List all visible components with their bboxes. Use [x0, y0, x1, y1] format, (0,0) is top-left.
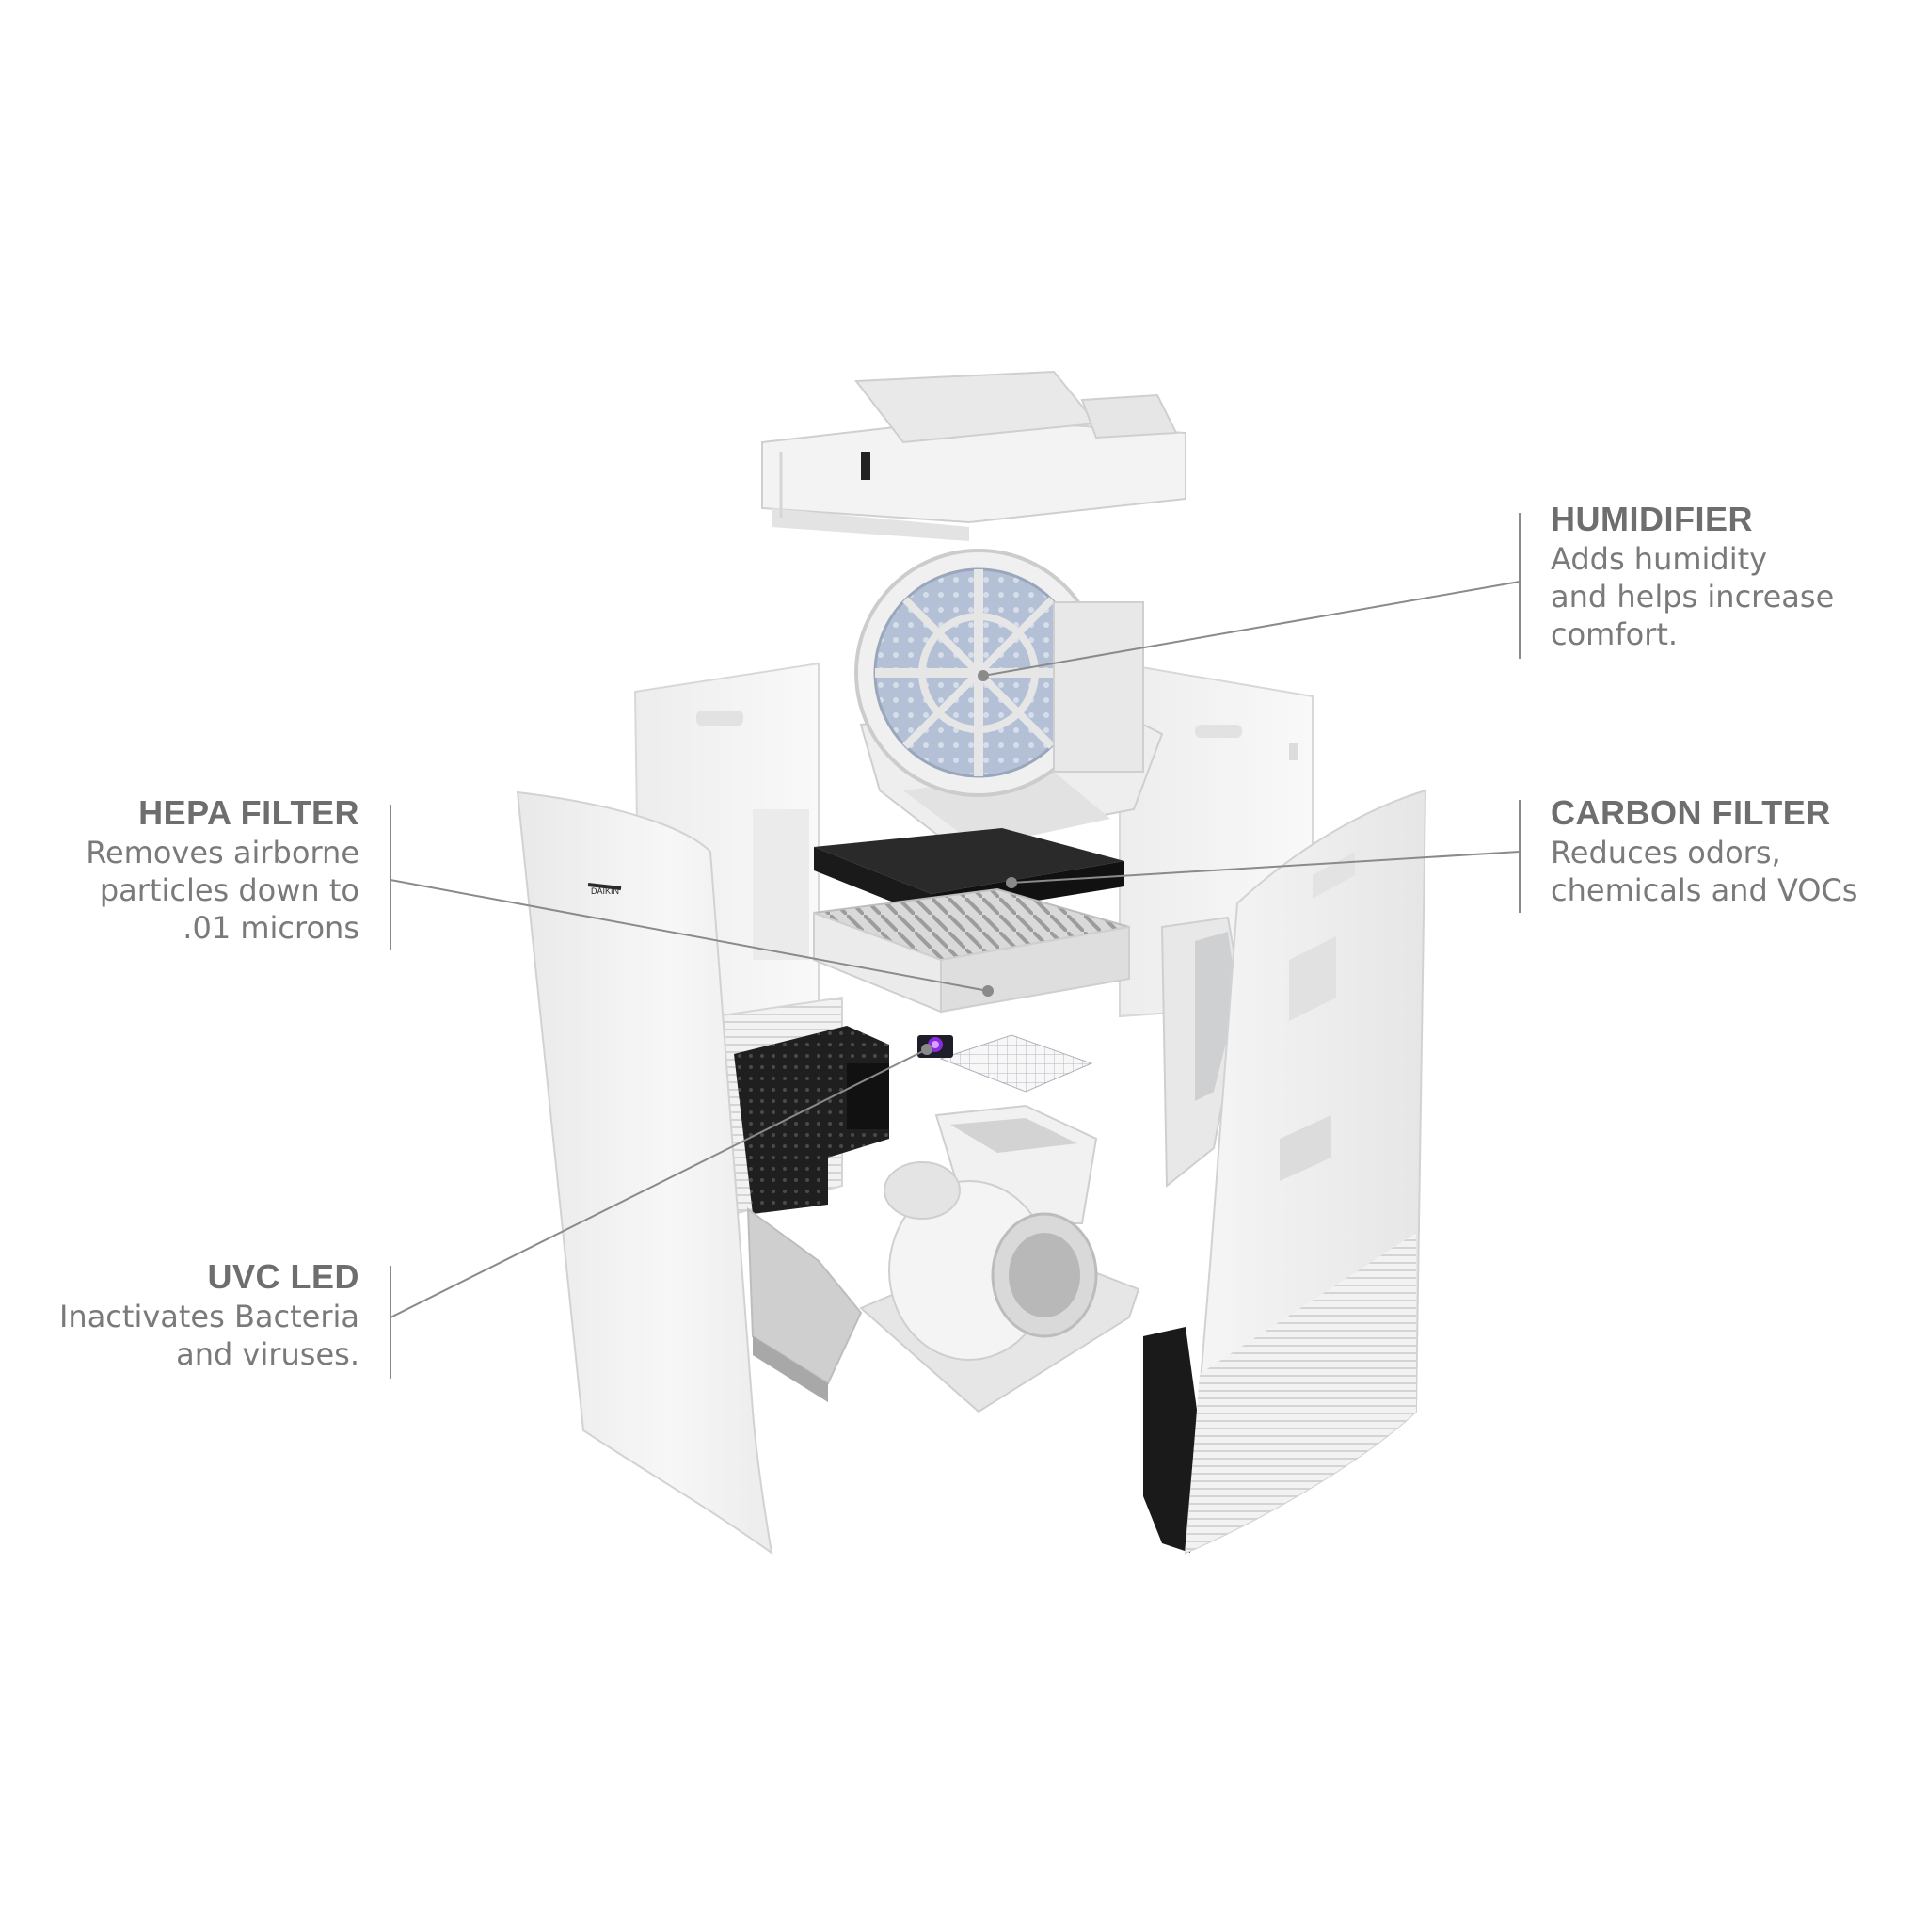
- daikin-logo: DAIKIN: [591, 886, 619, 896]
- uvc-led-title: UVC LED: [207, 1257, 359, 1296]
- hepa-leader: [390, 805, 994, 997]
- carbon-filter-line: Reduces odors,: [1551, 835, 1781, 870]
- hepa-filter-line: .01 microns: [183, 910, 359, 946]
- humidifier-title: HUMIDIFIER: [1551, 500, 1753, 538]
- leader-lines: [390, 513, 1521, 1379]
- hepa-filter-description: Removes airborne particles down to .01 m…: [19, 834, 359, 947]
- hepa-filter-line: particles down to: [99, 872, 359, 908]
- humidifier-line: comfort.: [1551, 616, 1679, 652]
- humidifier-leader: [978, 513, 1521, 681]
- lower-chute: [746, 1206, 863, 1402]
- hepa-filter-title: HEPA FILTER: [138, 793, 359, 832]
- humidifier-line: and helps increase: [1551, 579, 1835, 615]
- carbon-filter-description: Reduces odors, chemicals and VOCs: [1551, 834, 1918, 909]
- hepa-filter-line: Removes airborne: [86, 835, 359, 870]
- uvc-leader: [390, 1044, 932, 1379]
- carbon-leader: [1006, 800, 1521, 913]
- uvc-led-callout: UVC LED Inactivates Bacteria and viruses…: [19, 1256, 359, 1373]
- hepa-filter-callout: HEPA FILTER Removes airborne particles d…: [19, 792, 359, 947]
- left-inner-frame: [713, 996, 889, 1216]
- pre-filter-mesh: [939, 1034, 1093, 1093]
- humidifier-line: Adds humidity: [1551, 541, 1768, 577]
- uvc-led-description: Inactivates Bacteria and viruses.: [19, 1298, 359, 1373]
- humidifier-description: Adds humidity and helps increase comfort…: [1551, 540, 1908, 653]
- top-cover: [761, 370, 1186, 541]
- uvc-led-line: and viruses.: [176, 1336, 359, 1372]
- humidifier-assembly: [854, 549, 1164, 847]
- carbon-filter-line: chemicals and VOCs: [1551, 872, 1858, 908]
- humidifier-callout: HUMIDIFIER Adds humidity and helps incre…: [1551, 499, 1908, 653]
- front-right-panel: [1184, 789, 1427, 1555]
- carbon-filter-callout: CARBON FILTER Reduces odors, chemicals a…: [1551, 792, 1918, 909]
- uvc-led-line: Inactivates Bacteria: [58, 1299, 359, 1334]
- fan-assembly: [859, 1104, 1140, 1413]
- front-left-panel: DAIKIN: [516, 790, 773, 1556]
- carbon-filter-title: CARBON FILTER: [1551, 793, 1831, 832]
- hepa-filter: [813, 887, 1130, 1014]
